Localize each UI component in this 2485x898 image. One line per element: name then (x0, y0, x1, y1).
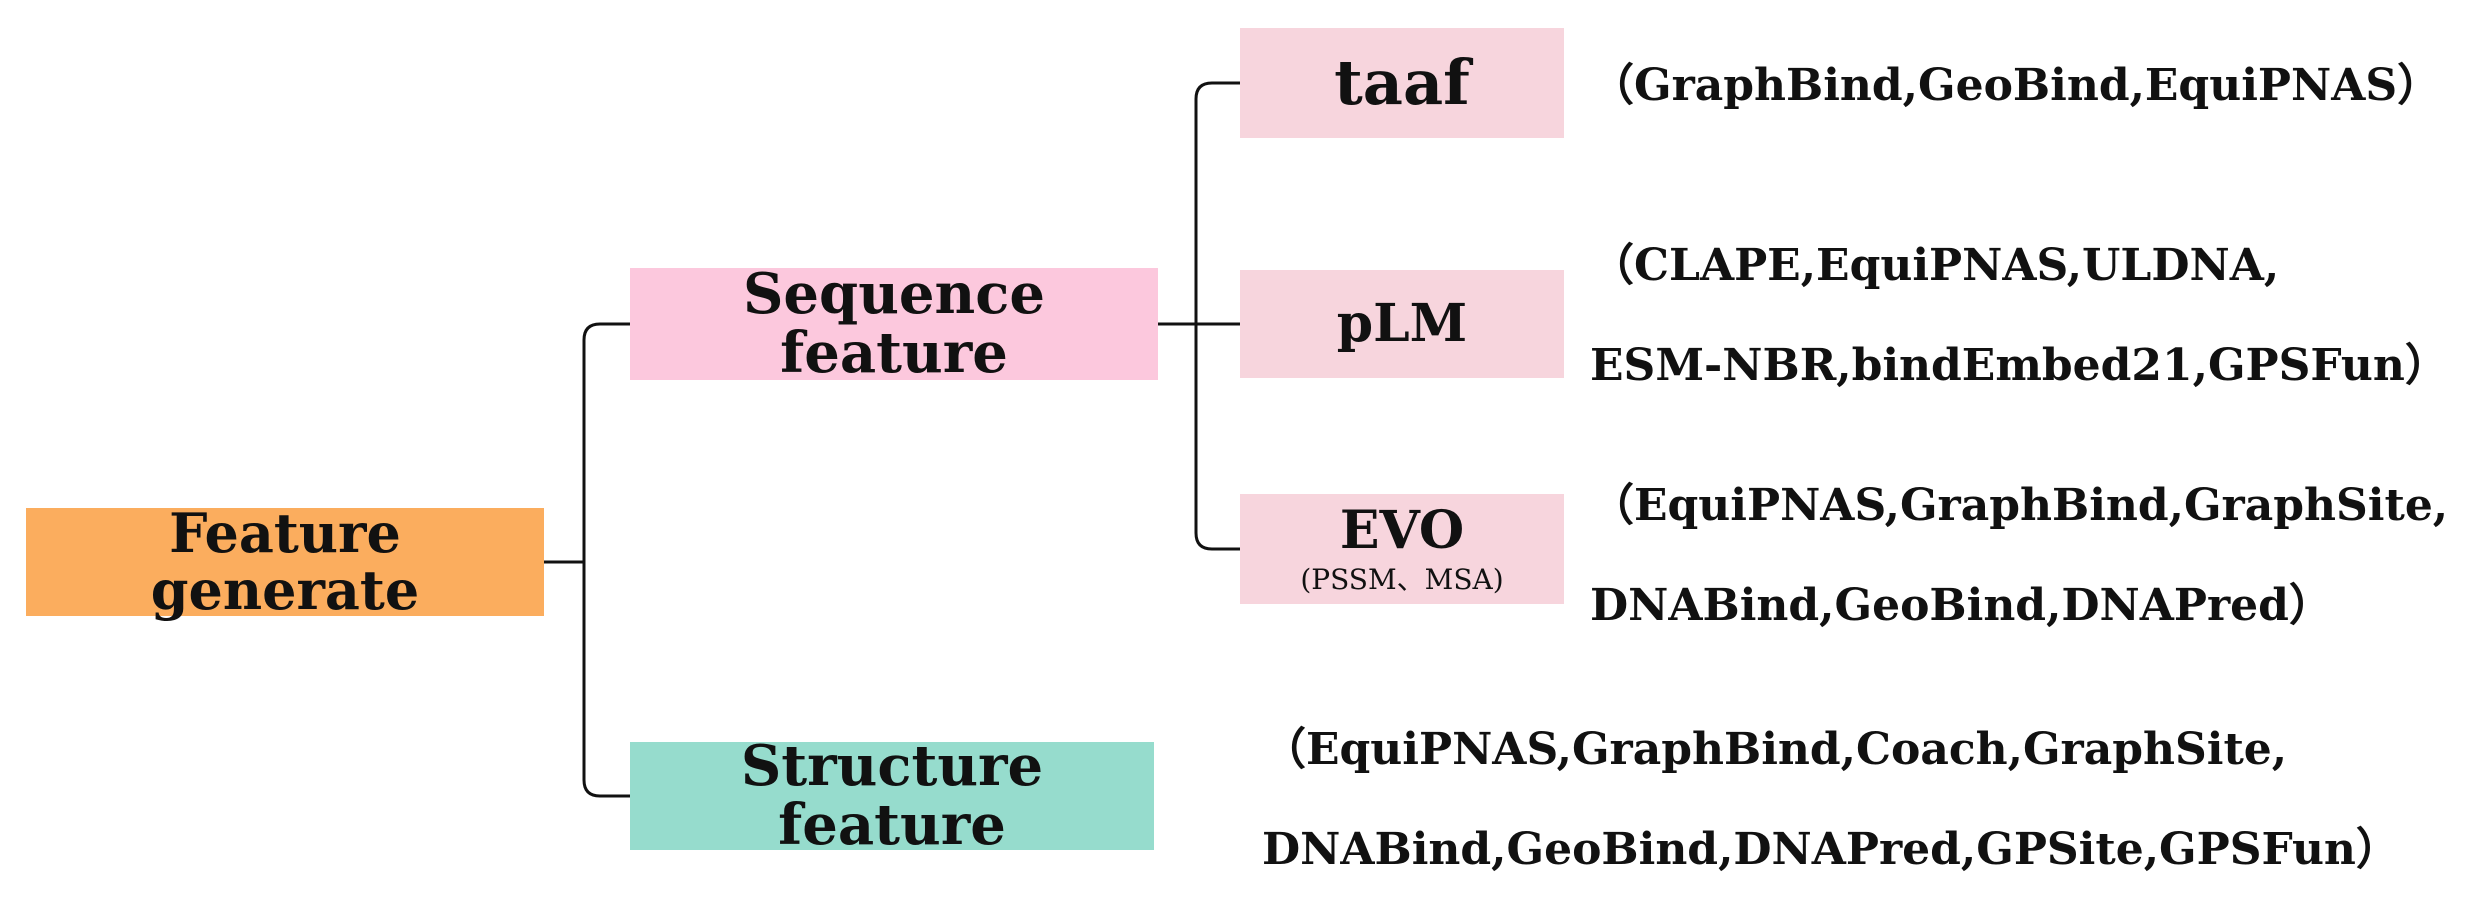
evo-methods-line-2: DNABind,GeoBind,DNAPred） (1590, 580, 2333, 631)
connector-sequence-bracket (1194, 81, 1240, 551)
taaf-methods: （GraphBind,GeoBind,EquiPNAS） (1590, 36, 2441, 136)
evo-sublabel: (PSSM、MSA) (1300, 562, 1504, 596)
evo-label: EVO (1339, 500, 1465, 561)
structure-feature-box: Structure feature (630, 737, 1154, 854)
evo-box: EVO (PSSM、MSA) (1240, 494, 1564, 604)
plm-methods: （CLAPE,EquiPNAS,ULDNA, ESM-NBR,bindEmbed… (1590, 216, 2449, 416)
feature-generate-box: Feature generate (26, 501, 544, 622)
plm-box: pLM (1240, 270, 1564, 378)
sequence-feature-label: Sequence feature (742, 261, 1045, 386)
evo-methods: （EquiPNAS,GraphBind,GraphSite, DNABind,G… (1590, 456, 2448, 656)
evo-methods-line-1: （EquiPNAS,GraphBind,GraphSite, (1590, 480, 2449, 531)
structure-feature-label: Structure feature (740, 733, 1044, 858)
structure-methods-line-1: （EquiPNAS,GraphBind,Coach,GraphSite, (1262, 724, 2288, 775)
feature-generate-label: Feature generate (150, 501, 420, 622)
plm-methods-line-1: （CLAPE,EquiPNAS,ULDNA, (1590, 240, 2280, 291)
taaf-methods-line-1: （GraphBind,GeoBind,EquiPNAS） (1590, 60, 2442, 111)
connector-root-bracket (582, 322, 630, 798)
plm-methods-line-2: ESM-NBR,bindEmbed21,GPSFun） (1590, 340, 2449, 391)
plm-label: pLM (1336, 292, 1468, 354)
sequence-feature-box: Sequence feature (630, 261, 1158, 386)
structure-methods: （EquiPNAS,GraphBind,Coach,GraphSite, DNA… (1262, 700, 2400, 898)
taaf-label: taaf (1334, 46, 1470, 120)
taaf-box: taaf (1240, 28, 1564, 138)
structure-methods-line-2: DNABind,GeoBind,DNAPred,GPSite,GPSFun） (1262, 824, 2400, 875)
